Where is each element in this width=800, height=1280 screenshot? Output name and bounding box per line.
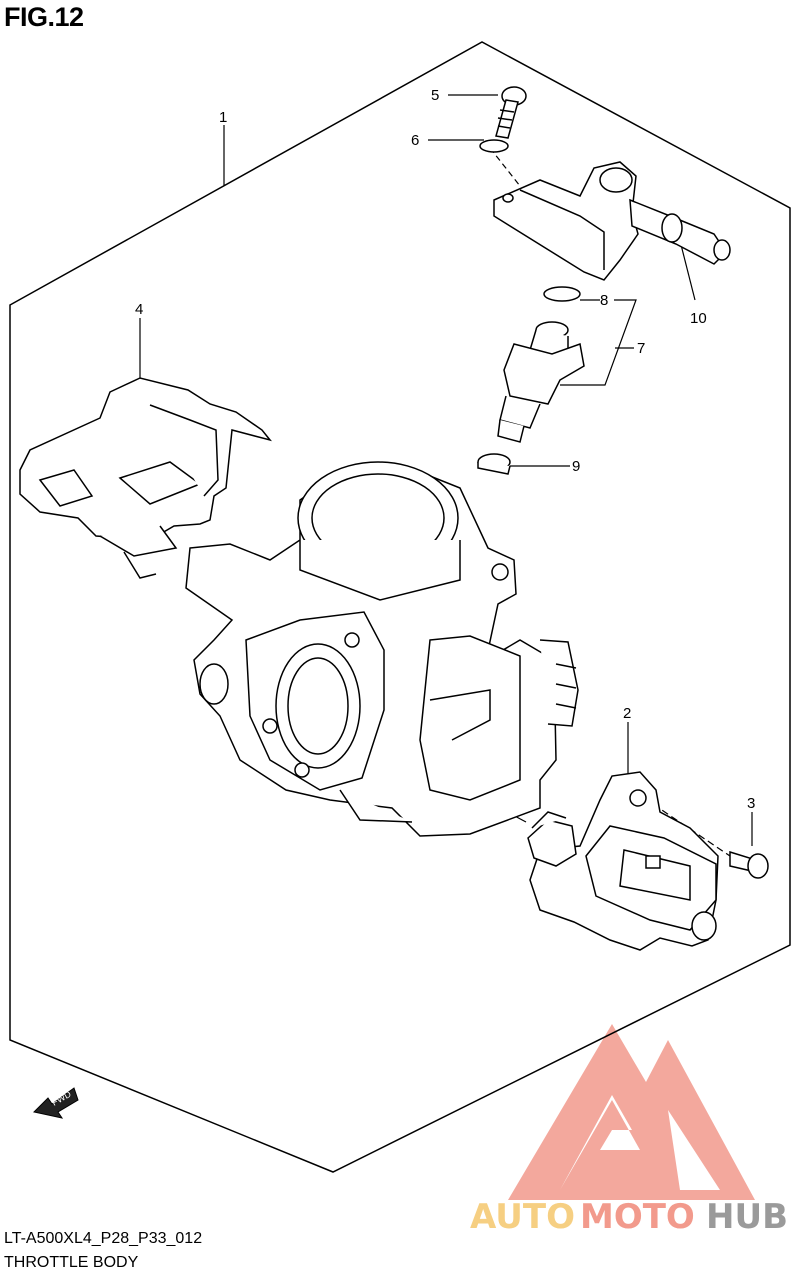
- callout-6: 6: [411, 132, 419, 149]
- part-7-fuel-injector: [497, 321, 585, 443]
- part-6-washer: [479, 139, 509, 153]
- part-2-iac-valve: [527, 771, 719, 951]
- callout-2: 2: [623, 705, 631, 722]
- callout-9: 9: [572, 458, 580, 475]
- callout-7: 7: [637, 340, 645, 357]
- watermark-text: AUTO MOTO HUB: [470, 1197, 788, 1237]
- fwd-arrow-icon: FWD: [32, 1087, 79, 1119]
- part-8-o-ring: [543, 286, 581, 302]
- watermark-hub: HUB: [706, 1197, 788, 1237]
- assembly-outline: [9, 41, 791, 1173]
- callout-4: 4: [135, 301, 143, 318]
- callout-3: 3: [747, 795, 755, 812]
- part-9-seal: [477, 453, 511, 475]
- figure-title: FIG.12: [4, 2, 84, 32]
- diagram-code: LT-A500XL4_P28_P33_012: [4, 1230, 203, 1247]
- callout-1: 1: [219, 109, 227, 126]
- part-4-bracket: [19, 377, 273, 579]
- watermark-moto: MOTO: [580, 1197, 695, 1237]
- part-5-screw: [495, 86, 527, 139]
- part-3-screw: [729, 850, 769, 879]
- callout-5: 5: [431, 87, 439, 104]
- watermark-auto: AUTO: [470, 1197, 575, 1237]
- callout-numbers: 1 2 3 4 5 6 7 8 9 10: [135, 87, 755, 812]
- callout-10: 10: [690, 310, 707, 327]
- diagram-name: THROTTLE BODY: [4, 1254, 139, 1271]
- watermark-logo: [508, 1024, 755, 1200]
- part-1-throttle-body: [185, 461, 579, 837]
- part-10-fuel-pipe: [493, 161, 731, 281]
- callout-8: 8: [600, 292, 608, 309]
